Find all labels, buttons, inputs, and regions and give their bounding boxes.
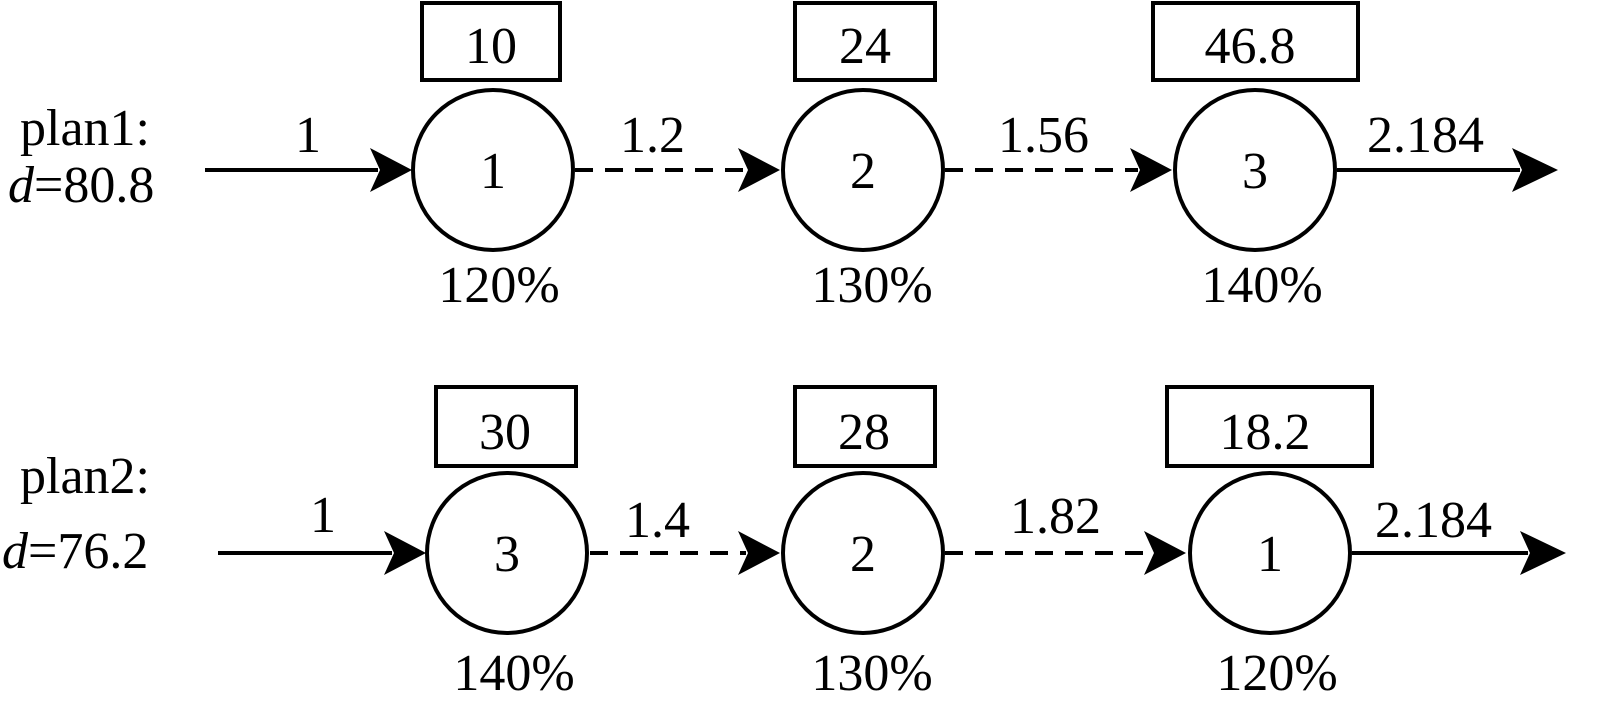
plan-1-node-3-box <box>1151 1 1360 82</box>
plan-1-edge-out-label: 2.184 <box>1367 107 1484 164</box>
plan-1-edge-out-arrowhead <box>1512 148 1558 192</box>
plan-1-edge-in-arrowhead <box>370 148 412 192</box>
plan-1-node-1-id: 1 <box>480 143 506 200</box>
plan-1-label: plan1: <box>20 100 150 157</box>
plan-2-edge-3-2-label: 1.4 <box>625 492 690 549</box>
plan-2-node-1: 18.2 1 120% <box>1165 385 1374 702</box>
plan-1-node-2-box <box>793 1 937 82</box>
plan-1-edge-1-2-arrowhead <box>738 148 780 192</box>
plan-2-d-value: =76.2 <box>28 523 148 580</box>
plan-2-edge-out-label: 2.184 <box>1375 492 1492 549</box>
plan-1-d-value: =80.8 <box>34 157 154 214</box>
plan-1-node-1-box-value: 10 <box>465 18 517 75</box>
plan-2-node-1-circle <box>1188 471 1352 635</box>
plan-1-edge-1-2-label: 1.2 <box>620 107 685 164</box>
plan-2-edge-3-2-arrowhead <box>738 531 780 575</box>
plan-2-d-expression: d=76.2 <box>2 523 148 580</box>
plan-2-edge-in-label: 1 <box>310 487 336 544</box>
plan-2-edge-2-1-label: 1.82 <box>1010 488 1101 545</box>
plan-2-node-3-percent: 140% <box>453 645 574 702</box>
plan-1-node-2: 24 2 130% <box>781 1 945 314</box>
plan-1-node-3-circle <box>1173 88 1337 252</box>
plan-2-node-3-box-value: 30 <box>479 404 531 461</box>
plan-1-node-2-box-value: 24 <box>839 18 891 75</box>
plan-1-row: plan1: d=80.8 1 1.2 1.56 2.184 10 1 120%… <box>8 1 1558 314</box>
plan-2-row: plan2: d=76.2 1 1.4 1.82 2.184 30 3 140%… <box>2 385 1566 702</box>
plan-2-label: plan2: <box>20 448 150 505</box>
plan-2-node-3-box <box>434 385 578 468</box>
plan-2-node-1-percent: 120% <box>1216 645 1337 702</box>
plan-1-node-3-id: 3 <box>1242 143 1268 200</box>
plan-1-node-1-circle <box>411 88 575 252</box>
plan-1-d-variable: d <box>8 157 35 214</box>
plan-2-node-3-id: 3 <box>494 526 520 583</box>
plan-1-node-3-box-value: 46.8 <box>1205 18 1296 75</box>
plan-2-node-2-circle <box>781 471 945 635</box>
plan-2-node-2-box-value: 28 <box>838 404 890 461</box>
plan-1-node-2-id: 2 <box>850 143 876 200</box>
plan-2-node-2-percent: 130% <box>811 645 932 702</box>
plan-1-edge-in-label: 1 <box>295 107 321 164</box>
plan-1-node-3-percent: 140% <box>1201 257 1322 314</box>
plan-1-node-1: 10 1 120% <box>411 1 575 314</box>
plan-2-node-2-id: 2 <box>850 526 876 583</box>
plan-1-edge-2-3-label: 1.56 <box>998 107 1089 164</box>
plan-1-node-2-circle <box>781 88 945 252</box>
plan-1-edge-2-3-arrowhead <box>1130 148 1172 192</box>
plan-2-edge-in-arrowhead <box>384 531 426 575</box>
plan-2-node-1-box <box>1165 385 1374 468</box>
plan-2-node-1-id: 1 <box>1257 526 1283 583</box>
plan-2-edge-out-arrowhead <box>1520 531 1566 575</box>
plan-2-node-3: 30 3 140% <box>425 385 589 702</box>
plan-1-node-1-box <box>420 1 562 82</box>
plan-2-node-2-box <box>793 385 937 468</box>
plan-1-node-2-percent: 130% <box>811 257 932 314</box>
plan-2-node-2: 28 2 130% <box>781 385 945 702</box>
plan-1-node-3: 46.8 3 140% <box>1151 1 1360 314</box>
plan-2-d-variable: d <box>2 523 29 580</box>
plan-2-edge-2-1-arrowhead <box>1144 531 1186 575</box>
plan-2-node-3-circle <box>425 471 589 635</box>
plan-1-node-1-percent: 120% <box>438 257 559 314</box>
plan-1-d-expression: d=80.8 <box>8 157 154 214</box>
plan-2-node-1-box-value: 18.2 <box>1220 404 1311 461</box>
